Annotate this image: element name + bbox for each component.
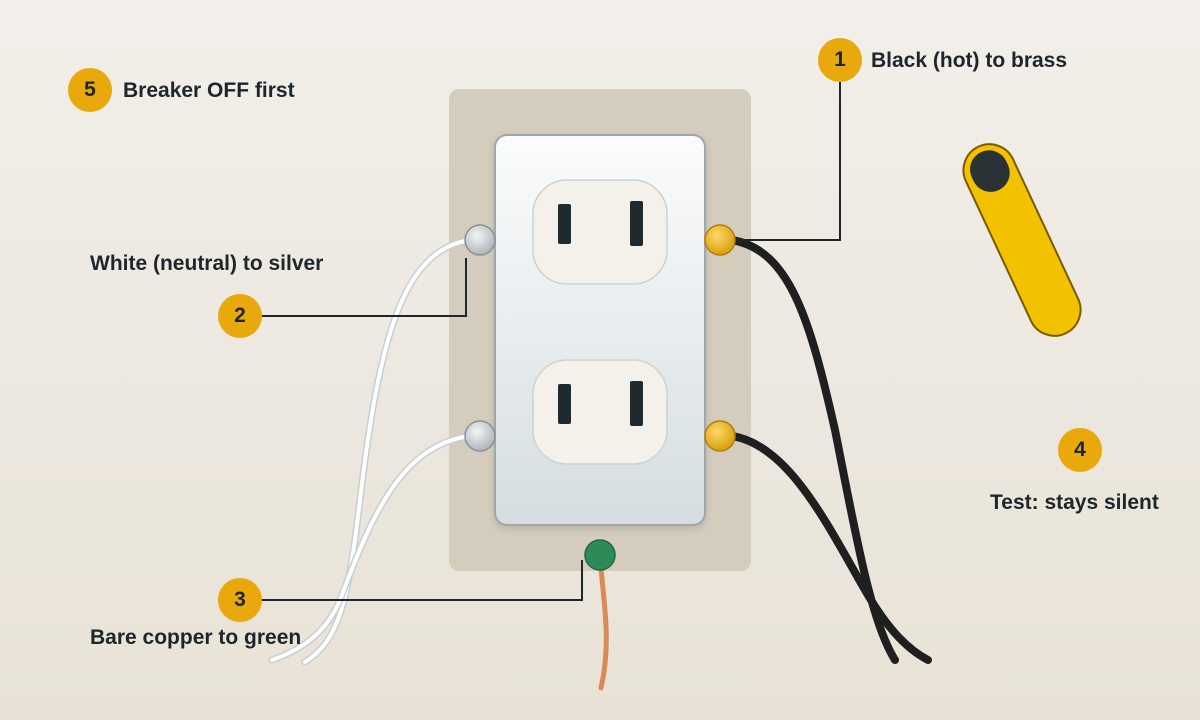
step-5-label: Breaker OFF first	[123, 79, 295, 102]
leader-1	[736, 82, 841, 241]
copper-wire	[597, 553, 609, 691]
green-screw	[584, 539, 616, 571]
step-3-label: Bare copper to green	[90, 626, 302, 649]
silver-screw-top	[464, 224, 496, 256]
leader-2	[262, 258, 467, 317]
voltage-tester-icon	[962, 143, 1082, 337]
step-2-badge: 2	[218, 294, 262, 338]
step-4-label: Test: stays silent	[990, 491, 1159, 514]
step-3-badge: 3	[218, 578, 262, 622]
step-4-badge: 4	[1058, 428, 1102, 472]
outlet-top	[532, 179, 668, 285]
brass-screw-bottom	[704, 420, 736, 452]
brass-screw-top	[704, 224, 736, 256]
step-1-badge: 1	[818, 38, 862, 82]
silver-screw-bottom	[464, 420, 496, 452]
leader-3	[262, 560, 583, 601]
leader-lines	[262, 82, 841, 601]
step-1-label: Black (hot) to brass	[871, 49, 1068, 72]
neutral-wire	[268, 236, 474, 666]
hot-wire	[728, 236, 932, 664]
step-5-badge: 5	[68, 68, 112, 112]
step-2-label: White (neutral) to silver	[90, 252, 324, 275]
outlet-bottom	[532, 359, 668, 465]
